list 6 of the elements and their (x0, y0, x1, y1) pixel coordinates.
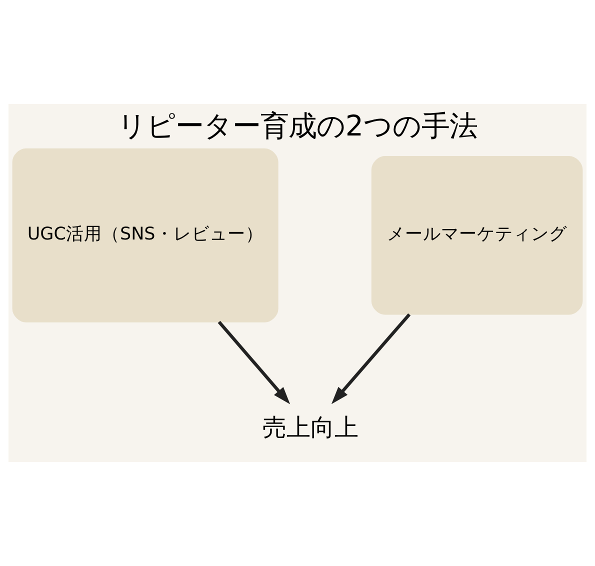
arrow (218, 320, 290, 404)
node-box: メールマーケティング (371, 156, 583, 315)
node-text: 売上向上 (262, 413, 359, 442)
diagram-title: リピーター育成の2つの手法 (117, 110, 478, 143)
arrow (331, 313, 411, 404)
node-box: UGC活用（SNS・レビュー） (12, 148, 278, 322)
